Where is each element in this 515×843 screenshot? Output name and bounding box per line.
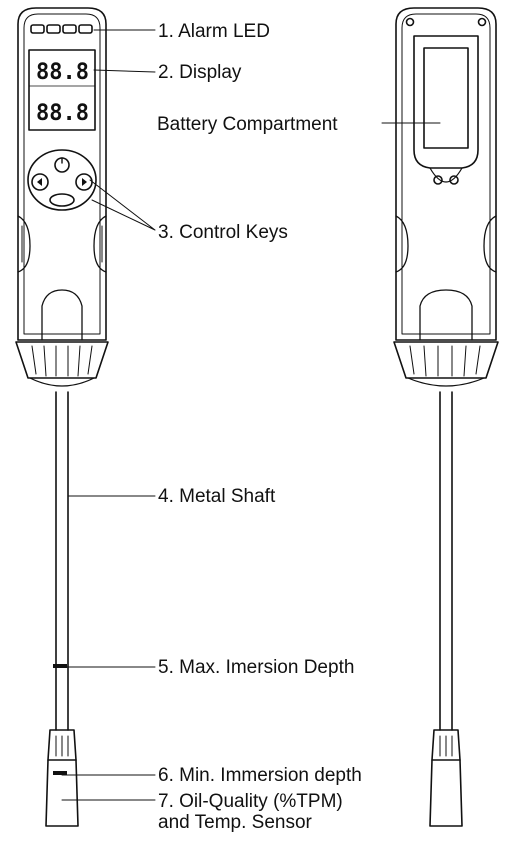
label-alarm-led: 1. Alarm LED <box>158 21 270 42</box>
alarm-led-group <box>30 24 93 34</box>
lcd-upper-reading: 88.8 <box>36 60 89 85</box>
alarm-led-1 <box>30 24 45 34</box>
alarm-led-4 <box>78 24 93 34</box>
label-min-immersion-depth: 6. Min. Immersion depth <box>158 765 362 786</box>
label-control-keys: 3. Control Keys <box>158 222 288 243</box>
lcd-display <box>28 49 96 131</box>
label-battery-compartment: Battery Compartment <box>157 114 338 135</box>
battery-compartment <box>423 47 469 149</box>
alarm-led-2 <box>46 24 61 34</box>
front-device <box>15 7 109 827</box>
lcd-lower-reading: 88.8 <box>36 101 89 126</box>
lcd-readouts: 88.8 88.8 <box>36 60 89 126</box>
alarm-led-3 <box>62 24 77 34</box>
label-metal-shaft: 4. Metal Shaft <box>158 486 276 507</box>
hold-key <box>49 193 75 207</box>
min-depth-mark <box>53 771 67 775</box>
back-device <box>393 7 499 827</box>
arrow-glyphs <box>37 178 87 186</box>
max-depth-mark <box>53 664 67 668</box>
label-max-immersion-depth: 5. Max. Imersion Depth <box>158 657 354 678</box>
label-sensor-line2: and Temp. Sensor <box>158 812 313 833</box>
control-keypad <box>27 149 97 211</box>
label-display: 2. Display <box>158 62 242 83</box>
leader-display <box>93 69 156 73</box>
left-key <box>31 173 49 191</box>
label-sensor-line1: 7. Oil-Quality (%TPM) <box>158 791 343 812</box>
leader-control-keys <box>89 179 156 231</box>
